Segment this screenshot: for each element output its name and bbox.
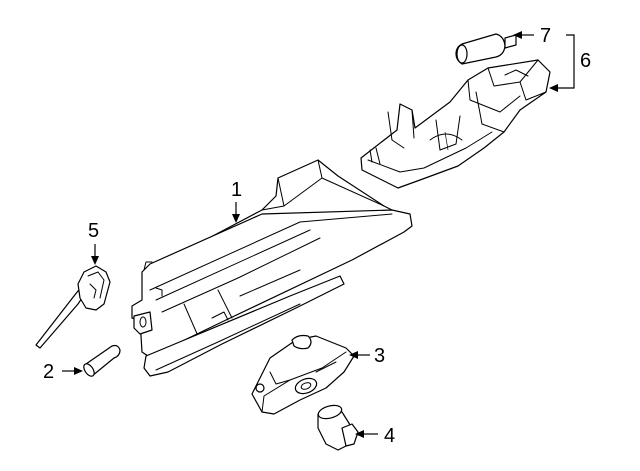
callout-label-6: 6 bbox=[580, 50, 591, 72]
callout-label-4: 4 bbox=[384, 425, 395, 447]
callout-6: 6 bbox=[549, 34, 591, 92]
callout-5: 5 bbox=[88, 220, 99, 265]
lock-assembly bbox=[251, 334, 355, 415]
callout-label-1: 1 bbox=[231, 179, 242, 201]
lock-cylinder bbox=[317, 404, 359, 451]
callout-4: 4 bbox=[355, 425, 395, 447]
callout-label-3: 3 bbox=[374, 345, 385, 367]
callout-label-7: 7 bbox=[540, 25, 551, 47]
latch-housing bbox=[360, 59, 551, 189]
pin-part bbox=[83, 344, 121, 377]
glove-box-bin bbox=[131, 159, 413, 377]
bumper-part bbox=[455, 33, 517, 65]
callout-7: 7 bbox=[513, 25, 551, 47]
callout-label-2: 2 bbox=[43, 361, 54, 383]
callout-3: 3 bbox=[349, 345, 385, 367]
callout-label-5: 5 bbox=[88, 220, 99, 242]
handle-lever bbox=[35, 265, 111, 349]
callout-2: 2 bbox=[43, 361, 83, 383]
callout-1: 1 bbox=[231, 179, 242, 223]
